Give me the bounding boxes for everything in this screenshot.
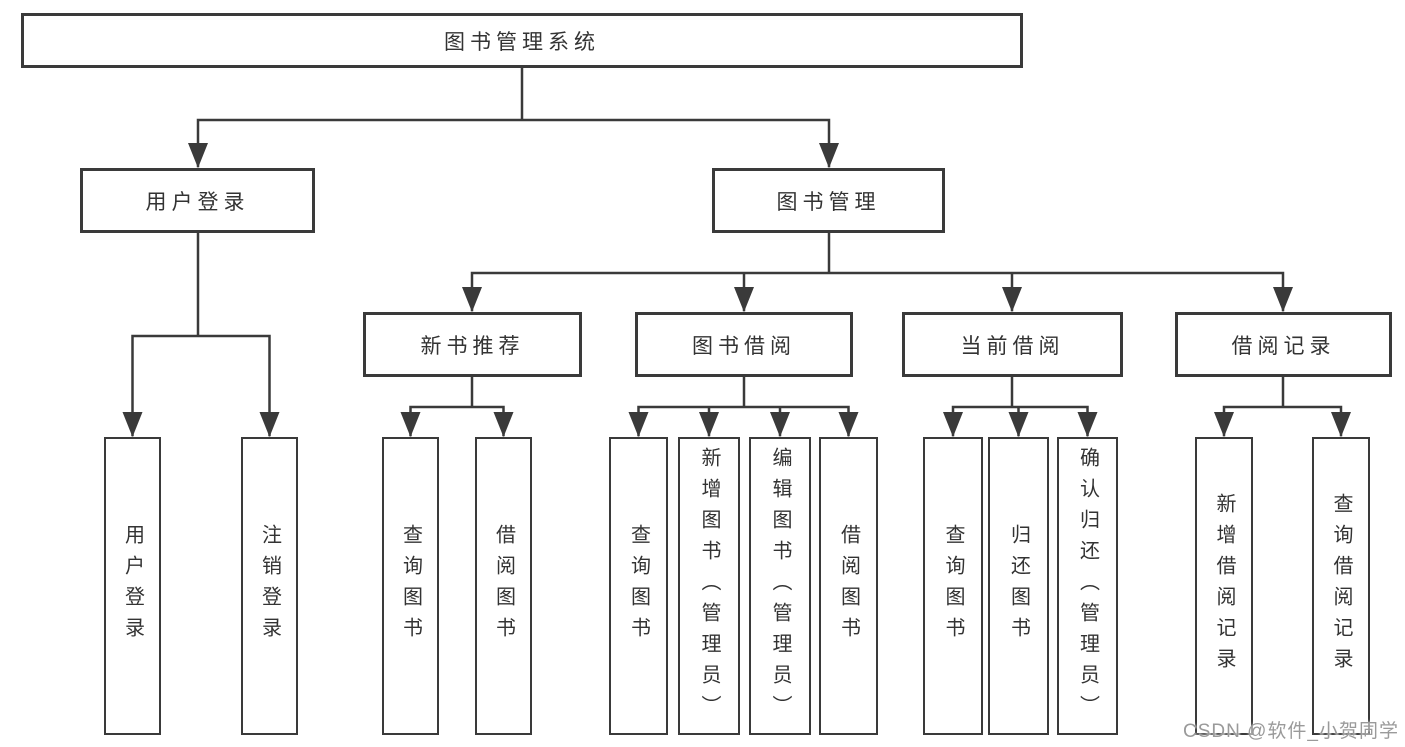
arrowhead [1273, 287, 1293, 312]
arrowhead [1331, 412, 1351, 437]
arrowhead [838, 412, 859, 437]
csdn-watermark: CSDN @软件_小贺同学 [1183, 721, 1399, 742]
node-root: 图书管理系统 [21, 13, 1023, 68]
leaf-query-books-newbook: 查询图书 [382, 437, 439, 735]
leaf-label: 借阅图书 [492, 524, 515, 648]
node-book-management: 图书管理 [712, 168, 945, 233]
leaf-return-book: 归还图书 [988, 437, 1049, 735]
edge-bookborrow-to-leaves [637, 375, 850, 437]
leaf-label: 查询借阅记录 [1330, 493, 1352, 679]
leaf-label: 用户登录 [121, 524, 144, 648]
leaf-label: 查询图书 [399, 524, 422, 648]
arrowhead [628, 412, 649, 437]
edge-borrowrecord-to-leaves [1222, 375, 1343, 437]
leaf-label: 借阅图书 [837, 524, 860, 648]
leaf-label: 注销登录 [258, 524, 281, 648]
edge-userlogin-to-leaves [131, 231, 271, 437]
arrowhead [699, 412, 719, 437]
leaf-query-books-borrow: 查询图书 [609, 437, 668, 735]
leaf-logout: 注销登录 [241, 437, 298, 735]
arrowhead [462, 287, 482, 312]
node-borrow-records: 借阅记录 [1175, 312, 1392, 377]
node-user-login: 用户登录 [80, 168, 315, 233]
leaf-label: 确认归还（管理员） [1076, 446, 1099, 726]
leaf-query-books-current: 查询图书 [923, 437, 983, 735]
leaf-label: 查询图书 [627, 524, 650, 648]
arrowhead [400, 412, 421, 437]
arrowhead [1077, 412, 1098, 437]
arrowheads [122, 143, 1351, 437]
arrowhead [770, 412, 790, 437]
arrowhead [493, 412, 514, 437]
leaf-add-book-admin: 新增图书（管理员） [678, 437, 740, 735]
leaf-label: 归还图书 [1007, 524, 1030, 648]
leaf-add-borrow-record: 新增借阅记录 [1195, 437, 1253, 735]
leaf-label: 新增图书（管理员） [698, 446, 720, 726]
edge-newbook-to-leaves [409, 375, 505, 437]
leaf-borrow-books-borrow: 借阅图书 [819, 437, 878, 735]
leaf-query-borrow-record: 查询借阅记录 [1312, 437, 1370, 735]
leaf-label: 查询图书 [942, 524, 964, 648]
leaf-edit-book-admin: 编辑图书（管理员） [749, 437, 811, 735]
arrowhead [1002, 287, 1022, 312]
arrowhead [188, 143, 208, 168]
arrowhead [122, 412, 143, 437]
arrowhead [259, 412, 280, 437]
leaf-label: 编辑图书（管理员） [769, 446, 791, 726]
leaf-user-login: 用户登录 [104, 437, 161, 735]
arrowhead [1008, 412, 1029, 437]
arrowhead [819, 143, 839, 168]
arrowhead [1214, 412, 1234, 437]
edge-root-to-level2 [196, 66, 831, 168]
leaf-borrow-books-newbook: 借阅图书 [475, 437, 532, 735]
node-current-borrow: 当前借阅 [902, 312, 1123, 377]
arrowhead [943, 412, 963, 437]
node-new-book-recommend: 新书推荐 [363, 312, 582, 377]
edge-bookmgmt-to-level3 [470, 231, 1285, 312]
node-book-borrow: 图书借阅 [635, 312, 853, 377]
arrowhead [734, 287, 754, 312]
leaf-label: 新增借阅记录 [1213, 493, 1235, 679]
leaf-confirm-return-admin: 确认归还（管理员） [1057, 437, 1118, 735]
